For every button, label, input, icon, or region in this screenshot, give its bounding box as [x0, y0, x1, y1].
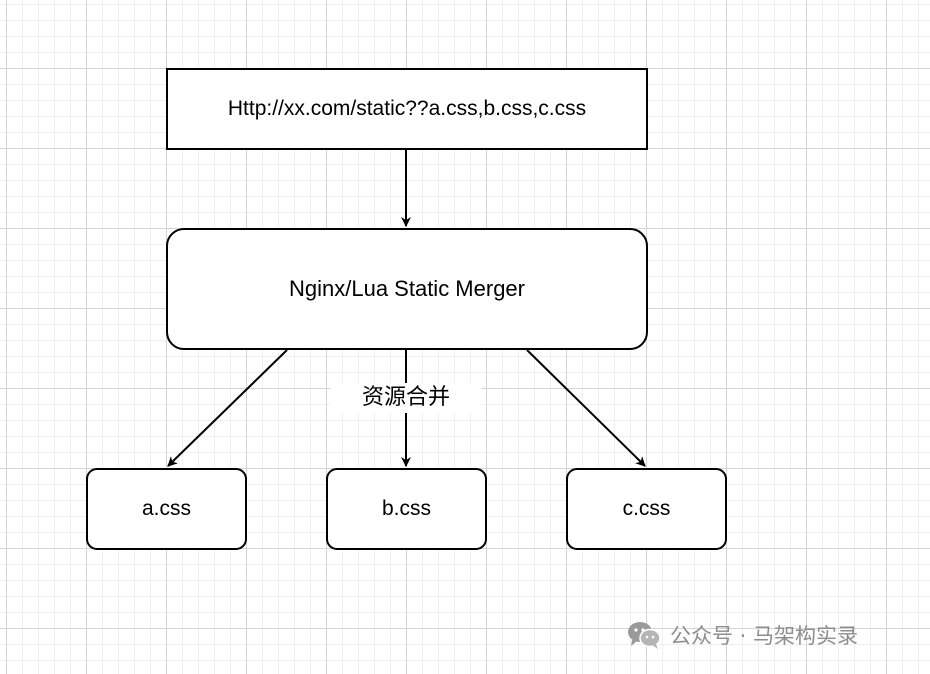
merger-node[interactable]: Nginx/Lua Static Merger — [166, 228, 648, 350]
wechat-icon — [628, 622, 661, 649]
url-node-label: Http://xx.com/static??a.css,b.css,c.css — [227, 97, 587, 120]
file-node-b-label: b.css — [381, 497, 431, 520]
watermark: 公众号 · 马架构实录 — [626, 620, 858, 650]
edge-merger-to-a — [167, 349, 288, 467]
watermark-text: 公众号 · 马架构实录 — [670, 624, 859, 648]
file-node-a[interactable]: a.css — [86, 468, 247, 550]
edge-label: 资源合并 — [330, 383, 482, 413]
edge-merger-to-c — [526, 349, 646, 467]
merger-node-label: Nginx/Lua Static Merger — [289, 276, 525, 301]
file-node-c-label: c.css — [622, 497, 671, 520]
url-node[interactable]: Http://xx.com/static??a.css,b.css,c.css — [166, 68, 648, 150]
file-node-a-label: a.css — [141, 497, 191, 520]
file-node-c[interactable]: c.css — [566, 468, 727, 550]
file-node-b[interactable]: b.css — [326, 468, 487, 550]
